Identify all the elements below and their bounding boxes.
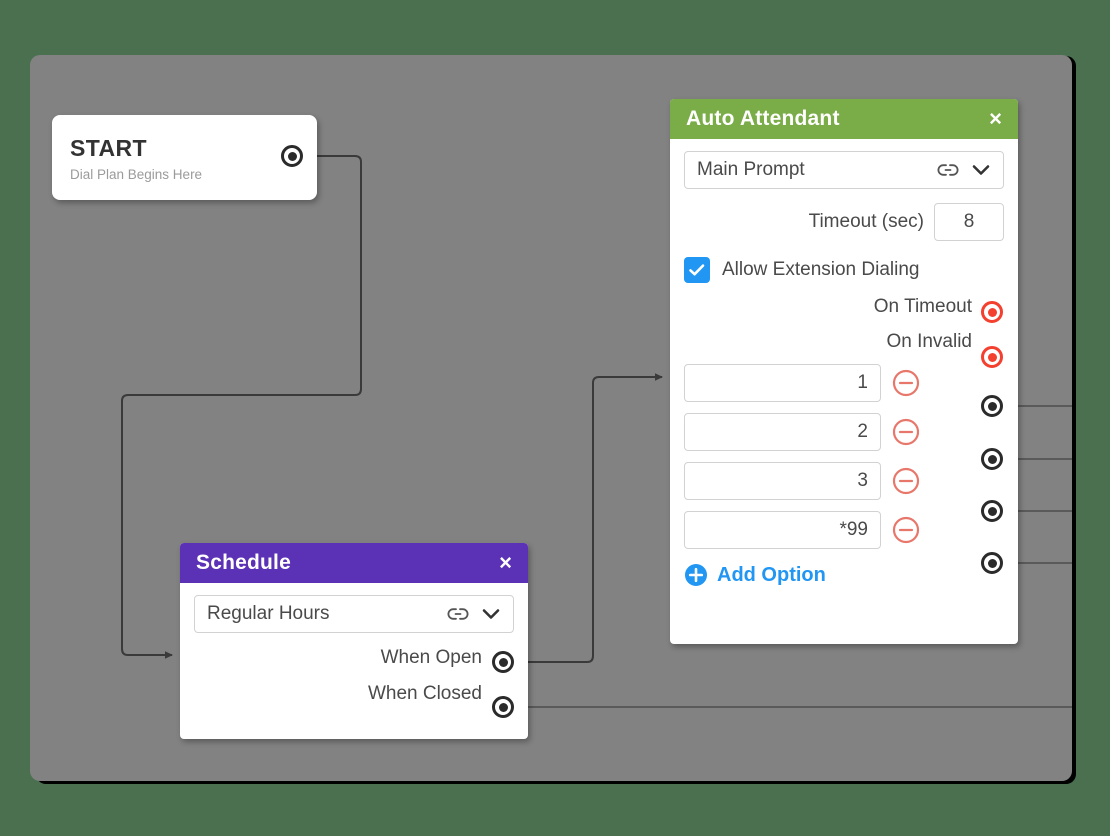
when-open-port[interactable] [492,651,514,673]
start-node[interactable]: START Dial Plan Begins Here [52,115,317,200]
timeout-input[interactable]: 8 [934,203,1004,241]
timeout-row: Timeout (sec) 8 [684,203,1004,241]
allow-extension-dialing-row[interactable]: Allow Extension Dialing [684,257,1004,283]
add-option-label: Add Option [717,563,826,586]
minus-circle-icon[interactable] [891,515,921,545]
auto-attendant-title: Auto Attendant [686,107,840,130]
when-open-label: When Open [380,647,482,668]
minus-circle-icon[interactable] [891,466,921,496]
option-row: 1 [684,364,1004,402]
when-closed-row: When Closed [194,683,514,705]
when-closed-label: When Closed [367,683,482,704]
add-option-button[interactable]: Add Option [684,563,1004,587]
main-prompt-value: Main Prompt [697,159,805,180]
chevron-down-icon[interactable] [481,607,501,621]
minus-circle-icon[interactable] [891,368,921,398]
option-input-2[interactable]: 2 [684,413,881,451]
start-subtitle: Dial Plan Begins Here [70,167,203,182]
option-1-output-port[interactable] [981,395,1003,417]
plus-circle-icon [684,563,708,587]
chevron-down-icon[interactable] [971,163,991,177]
start-output-port[interactable] [281,145,303,167]
schedule-node[interactable]: Schedule × Regular Hours When Open [180,543,528,739]
on-invalid-port[interactable] [981,346,1003,368]
option-row: 2 [684,413,1004,451]
option-input-1[interactable]: 1 [684,364,881,402]
on-timeout-port[interactable] [981,301,1003,323]
on-timeout-label: On Timeout [873,296,972,317]
option-3-output-port[interactable] [981,500,1003,522]
close-icon[interactable]: × [499,550,512,575]
option-row: 3 [684,462,1004,500]
minus-circle-icon[interactable] [891,417,921,447]
auto-attendant-header: Auto Attendant × [670,99,1018,139]
link-icon[interactable] [937,162,959,178]
timeout-label: Timeout (sec) [808,211,924,232]
when-open-row: When Open [194,647,514,669]
option-row: *99 [684,511,1004,549]
option-input-4[interactable]: *99 [684,511,881,549]
on-timeout-row: On Timeout [684,296,1004,318]
link-icon[interactable] [447,606,469,622]
option-input-3[interactable]: 3 [684,462,881,500]
allow-extension-dialing-label: Allow Extension Dialing [722,259,920,280]
when-closed-port[interactable] [492,696,514,718]
schedule-header: Schedule × [180,543,528,583]
option-4-output-port[interactable] [981,552,1003,574]
allow-extension-dialing-checkbox[interactable] [684,257,710,283]
auto-attendant-node[interactable]: Auto Attendant × Main Prompt Timeout (se… [670,99,1018,644]
option-2-output-port[interactable] [981,448,1003,470]
schedule-title: Schedule [196,551,291,574]
on-invalid-row: On Invalid [684,331,1004,353]
schedule-hours-value: Regular Hours [207,603,330,624]
schedule-hours-select[interactable]: Regular Hours [194,595,514,633]
main-prompt-select[interactable]: Main Prompt [684,151,1004,189]
start-title: START [70,135,147,161]
on-invalid-label: On Invalid [886,331,972,352]
close-icon[interactable]: × [989,106,1002,131]
